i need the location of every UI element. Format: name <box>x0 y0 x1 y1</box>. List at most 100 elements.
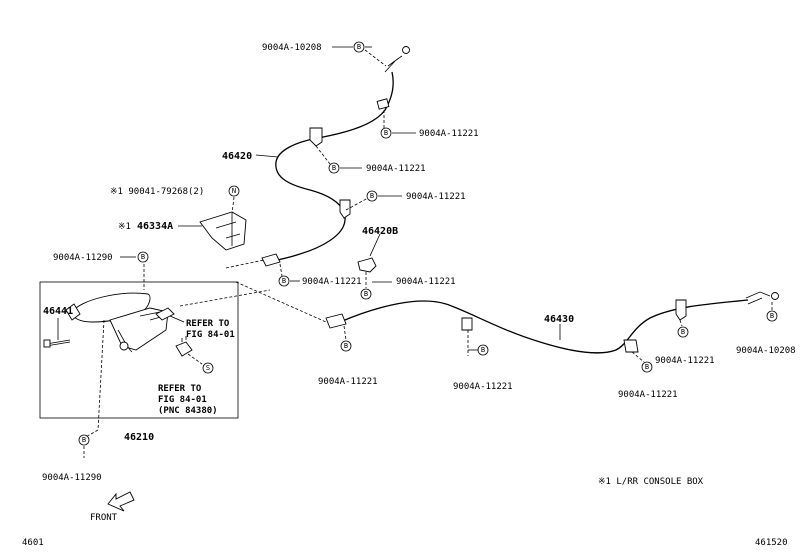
callout-c11: 9004A-11221 <box>618 390 678 400</box>
part-46430: 46430 <box>544 314 574 325</box>
refer2-line2: FIG 84-01 <box>158 395 207 405</box>
page-number-left: 4601 <box>22 538 44 548</box>
part-46210: 46210 <box>124 432 154 443</box>
lever-assembly-box <box>39 281 239 419</box>
cable-46420 <box>267 71 394 263</box>
b-symbol-c5: B <box>278 275 290 287</box>
refer1-line1: REFER TO <box>186 319 230 329</box>
leader-refer1 <box>169 315 185 323</box>
leader-c13-dash-b <box>83 429 99 439</box>
leader-c10 <box>679 319 683 327</box>
callout-c3: 9004A-11221 <box>366 164 426 174</box>
lever-rod-tip <box>43 339 51 348</box>
callout-c2: 9004A-11221 <box>419 129 479 139</box>
svg-text:B: B <box>344 342 348 350</box>
cable-46430-bracket-right <box>675 299 687 321</box>
callout-c10: 9004A-11221 <box>655 356 715 366</box>
svg-text:N: N <box>232 187 236 195</box>
svg-text:B: B <box>481 346 485 354</box>
leader-46420 <box>255 154 279 158</box>
leader-c8 <box>343 325 347 341</box>
lever-grip-end <box>65 303 81 321</box>
refer1-line2: FIG 84-01 <box>186 330 235 340</box>
page-number-right: 461520 <box>755 538 788 548</box>
cable-46430-clip-b <box>623 339 639 353</box>
bracket-46334a <box>199 211 247 251</box>
svg-text:B: B <box>370 192 374 200</box>
cable-46420-upper-clamp <box>376 98 390 110</box>
cable-46420-bracket-upper <box>309 127 323 147</box>
callout-c8: 9004A-11221 <box>318 377 378 387</box>
n-symbol: N <box>228 185 240 197</box>
svg-text:B: B <box>645 363 649 371</box>
callout-c4: 9004A-11221 <box>406 192 466 202</box>
b-symbol-c7: B <box>137 251 149 263</box>
b-symbol-c8: B <box>340 340 352 352</box>
console-box-note: ※1 L/RR CONSOLE BOX <box>598 477 704 487</box>
svg-text:B: B <box>332 164 336 172</box>
b-symbol-c2: B <box>380 127 392 139</box>
callout-c1: 9004A-10208 <box>262 43 322 53</box>
leader-c13-dash <box>97 319 105 431</box>
callout-c7: 9004A-11290 <box>53 253 113 263</box>
part-46420b: 46420B <box>362 226 398 237</box>
part-46334a: 46334A <box>137 221 173 232</box>
refer2-line3: (PNC 84380) <box>158 406 218 416</box>
lever-pivot <box>119 341 129 351</box>
b-symbol-c9: B <box>477 344 489 356</box>
part-46441: 46441 <box>43 306 73 317</box>
b-symbol-c13: B <box>78 434 90 446</box>
phantom-line-c <box>179 289 271 307</box>
leader-s <box>187 353 203 365</box>
svg-text:B: B <box>364 290 368 298</box>
phantom-line-b <box>235 281 327 323</box>
callout-c13: 9004A-11290 <box>42 473 102 483</box>
b-symbol-c12: B <box>766 310 778 322</box>
b-symbol-c11: B <box>641 361 653 373</box>
svg-text:B: B <box>770 312 774 320</box>
lever-switch-pins <box>181 336 187 342</box>
b-symbol-c4: B <box>366 190 378 202</box>
svg-text:S: S <box>206 364 210 372</box>
cable-46430-clip-a <box>461 317 473 331</box>
leader-46420b <box>369 233 381 257</box>
s-symbol: S <box>202 362 214 374</box>
leader-c5 <box>279 263 283 277</box>
part-90041: ※1 90041-79268(2) <box>110 187 204 197</box>
svg-text:B: B <box>357 43 361 51</box>
phantom-line-a <box>225 259 265 269</box>
front-arrow-icon <box>107 491 135 512</box>
callout-c12: 9004A-10208 <box>736 346 796 356</box>
svg-text:B: B <box>681 328 685 336</box>
lever-switch <box>175 341 193 357</box>
bracket-46420b <box>357 257 377 273</box>
cable-46420-end-eye <box>402 46 410 54</box>
part-46334a-mark: ※1 <box>118 222 131 232</box>
cable-46430-end-eye <box>771 292 779 300</box>
leader-c11 <box>631 351 645 363</box>
b-symbol-c10: B <box>677 326 689 338</box>
leader-c4 <box>345 197 369 211</box>
callout-c6: 9004A-11221 <box>396 277 456 287</box>
cable-46430 <box>339 299 749 354</box>
front-label: FRONT <box>90 513 118 523</box>
svg-text:B: B <box>141 253 145 261</box>
cable-46420-rear-fitting <box>261 253 281 267</box>
cable-46430-left-fitting <box>325 313 347 329</box>
svg-text:B: B <box>82 436 86 444</box>
refer2-line1: REFER TO <box>158 384 202 394</box>
leader-c1-dash <box>364 49 387 67</box>
b-symbol-c1: B <box>353 41 365 53</box>
lever-connector-bolt <box>155 307 175 321</box>
cable-46420-bracket-mid <box>339 199 351 219</box>
leader-c3 <box>315 145 331 165</box>
svg-text:B: B <box>384 129 388 137</box>
b-symbol-c3: B <box>328 162 340 174</box>
cable-46430-end-fitting <box>745 291 771 305</box>
leader-n <box>231 196 235 215</box>
cable-46420-end-fitting <box>384 55 403 73</box>
bracket-46334a-detail <box>215 214 241 246</box>
part-46420: 46420 <box>222 151 252 162</box>
b-symbol-c6: B <box>360 288 372 300</box>
